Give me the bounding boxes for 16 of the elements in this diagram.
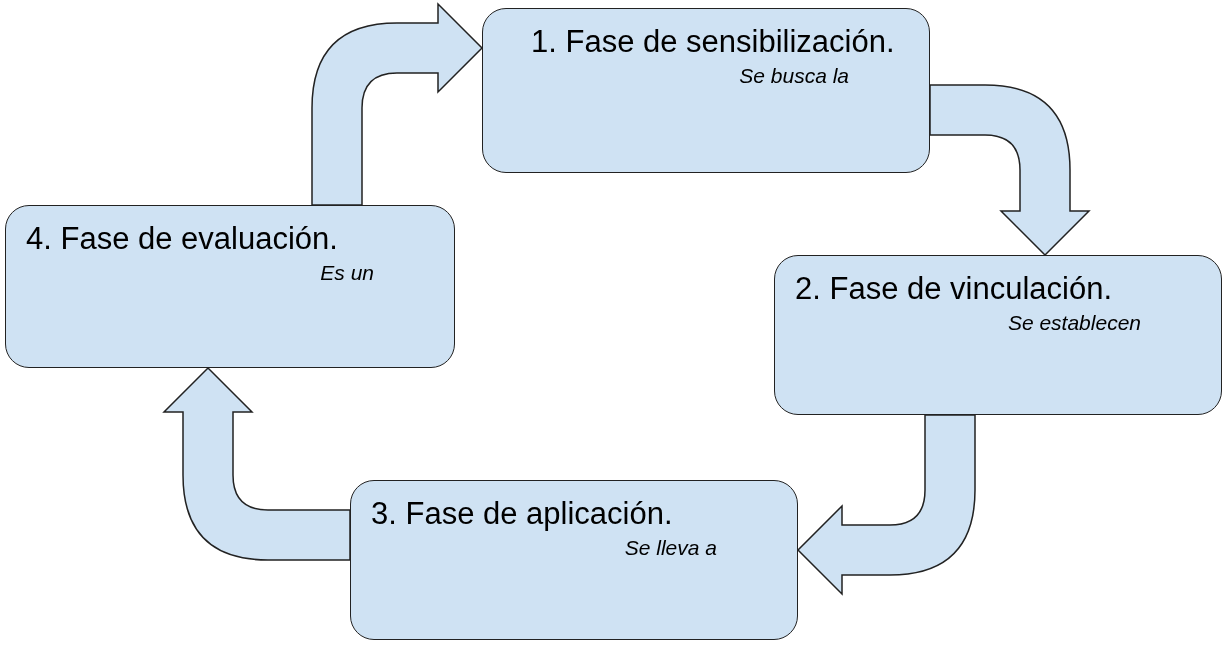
curved-block-arrow [311,3,483,206]
process-box [350,480,798,640]
phase-description: Se lleva a [624,535,717,560]
phase-title: 3. Fase de aplicación. [371,495,673,533]
phase-description: Se busca la [739,63,849,88]
curved-block-arrow [797,414,976,595]
curved-block-arrow [163,367,351,561]
phase-title: 2. Fase de vinculación. [795,270,1113,308]
phase-title: 1. Fase de sensibilización. [531,23,895,61]
phase-title: 4. Fase de evaluación. [26,220,338,258]
process-box [482,8,930,173]
process-box [5,205,455,368]
curved-block-arrow [929,84,1090,256]
process-box [774,255,1222,415]
phase-description: Es un [320,260,374,285]
phase-description: Se establecen [1007,310,1141,335]
